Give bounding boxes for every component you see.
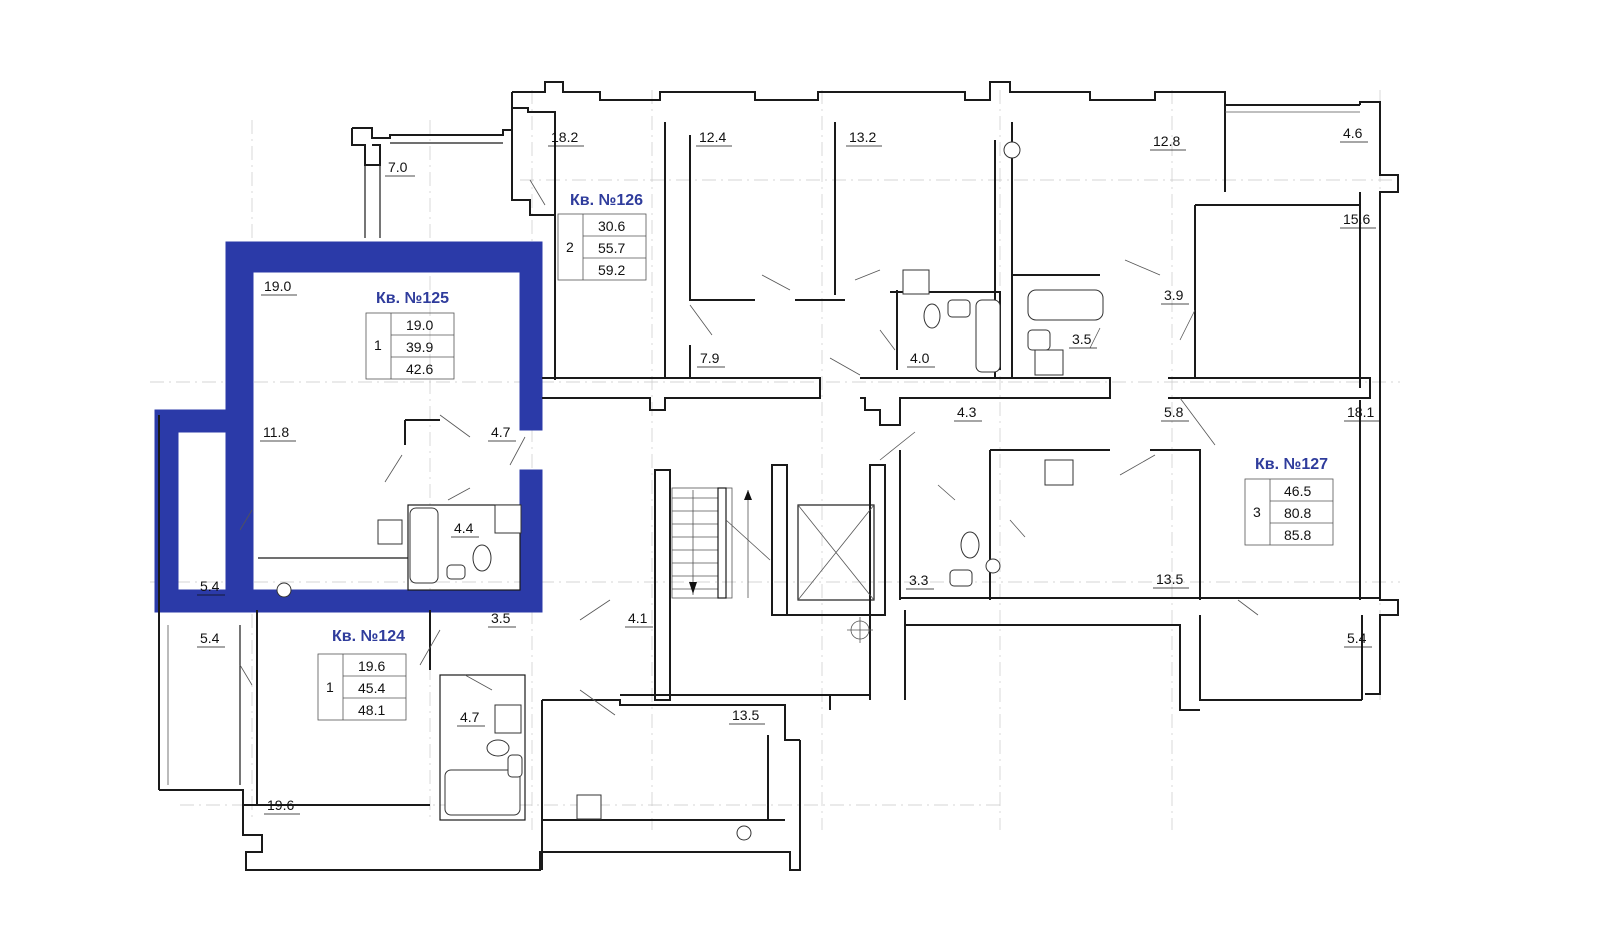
apartment-124-area-with-balcony: 48.1 [358, 702, 385, 718]
elevator-shaft [797, 504, 875, 643]
apartment-127-title: Кв. №127 [1255, 456, 1328, 473]
apartment-125-living-area: 19.0 [406, 317, 433, 333]
apartment-125-rooms: 1 [374, 337, 382, 353]
apartment-124-rooms: 1 [326, 679, 334, 695]
room-area-label: 13.5 [1156, 571, 1183, 587]
sink-icon [446, 564, 466, 580]
bathtub-icon [1027, 289, 1104, 321]
room-area-label: 18.1 [1347, 404, 1374, 420]
apartment-127-area-with-balcony: 85.8 [1284, 527, 1311, 543]
room-area-label: 19.0 [264, 278, 291, 294]
room-area-label: 5.4 [200, 578, 220, 594]
room-area-label: 4.7 [491, 424, 511, 440]
apartment-126-living-area: 30.6 [598, 218, 625, 234]
apartment-125-info[interactable]: Кв. №125 1 19.0 39.9 42.6 [365, 290, 455, 380]
apartment-125-title: Кв. №125 [376, 290, 449, 307]
room-area-labels: 7.0 18.2 12.4 13.2 12.8 4.6 15.6 19.0 3.… [197, 125, 1380, 815]
room-area-label: 5.4 [200, 630, 220, 646]
toilet-icon [486, 739, 510, 757]
apartment-124-total-area: 45.4 [358, 680, 385, 696]
apartment-127-info[interactable]: Кв. №127 3 46.5 80.8 85.8 [1244, 456, 1334, 546]
stove-icon [377, 519, 403, 545]
apartment-126-total-area: 55.7 [598, 240, 625, 256]
bathtub-icon [409, 507, 439, 584]
room-area-label: 4.7 [460, 709, 480, 725]
apartment-126-rooms: 2 [566, 239, 574, 255]
apartment-127-living-area: 46.5 [1284, 483, 1311, 499]
room-area-label: 12.8 [1153, 133, 1180, 149]
stove-icon [1044, 459, 1074, 486]
fixtures [276, 141, 1104, 841]
room-area-label: 3.5 [1072, 331, 1092, 347]
room-area-label: 7.9 [700, 350, 720, 366]
room-area-label: 4.0 [910, 350, 930, 366]
room-area-label: 4.3 [957, 404, 977, 420]
stove-icon [576, 794, 602, 820]
room-area-label: 4.4 [454, 520, 474, 536]
sink-icon [949, 569, 973, 587]
sink-icon [1027, 329, 1051, 351]
gas-meter-icon [276, 582, 292, 598]
axis-grid [150, 90, 1400, 830]
room-area-label: 19.6 [267, 797, 294, 813]
room-area-label: 5.4 [1347, 630, 1367, 646]
apartment-124-info[interactable]: Кв. №124 1 19.6 45.4 48.1 [317, 628, 407, 721]
stove-icon [902, 269, 930, 295]
toilet-icon [960, 531, 980, 559]
toilet-icon [472, 544, 492, 572]
room-area-label: 4.6 [1343, 125, 1363, 141]
room-area-label: 12.4 [699, 129, 726, 145]
room-area-label: 13.2 [849, 129, 876, 145]
sink-icon [947, 299, 971, 318]
apartment-127-total-area: 80.8 [1284, 505, 1311, 521]
room-area-label: 18.2 [551, 129, 578, 145]
toilet-icon [923, 303, 941, 329]
walls [158, 81, 1399, 871]
shower-icon [1034, 349, 1064, 376]
apartment-124-title: Кв. №124 [332, 628, 405, 645]
apartment-126-area-with-balcony: 59.2 [598, 262, 625, 278]
staircase [671, 487, 771, 599]
room-area-label: 15.6 [1343, 211, 1370, 227]
shower-icon [494, 504, 522, 534]
apartment-125-total-area: 39.9 [406, 339, 433, 355]
bathtub-icon [444, 769, 521, 816]
apartment-124-living-area: 19.6 [358, 658, 385, 674]
gas-meter-icon [736, 825, 752, 841]
room-area-label: 13.5 [732, 707, 759, 723]
bathtub-icon [975, 299, 1001, 373]
door-swings [239, 179, 1259, 716]
room-area-label: 3.3 [909, 572, 929, 588]
room-area-label: 4.1 [628, 610, 648, 626]
room-area-label: 3.9 [1164, 287, 1184, 303]
gas-meter-icon [1003, 141, 1021, 159]
room-area-label: 7.0 [388, 159, 408, 175]
room-area-label: 5.8 [1164, 404, 1184, 420]
shower-icon [494, 704, 522, 734]
apartment-127-rooms: 3 [1253, 504, 1261, 520]
apartment-126-title: Кв. №126 [570, 192, 643, 209]
room-area-label: 11.8 [263, 424, 289, 440]
room-area-label: 3.5 [491, 610, 511, 626]
sink-icon [507, 754, 523, 778]
apartment-126-info[interactable]: Кв. №126 2 30.6 55.7 59.2 [557, 192, 647, 281]
apartment-125-area-with-balcony: 42.6 [406, 361, 433, 377]
gas-meter-icon [985, 558, 1001, 574]
